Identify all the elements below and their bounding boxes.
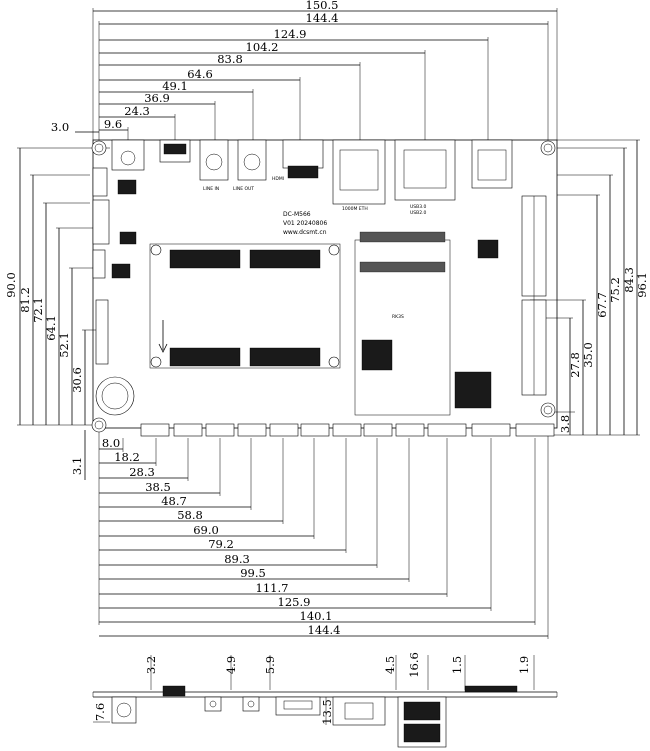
dim-left-52-1: 52.1 [57, 332, 71, 358]
dim-bottom-144-4: 144.4 [308, 623, 341, 637]
dim-bottom-38-5: 38.5 [145, 480, 171, 494]
dim-bottom-18-2: 18.2 [114, 450, 140, 464]
dim-top-83-8: 83.8 [217, 52, 243, 66]
dim-side-1-9: 1.9 [517, 656, 531, 674]
board-website: www.dcsmt.cn [283, 229, 327, 236]
dim-top-49-1: 49.1 [162, 79, 188, 93]
dim-bottom-58-8: 58.8 [177, 508, 203, 522]
dim-bottom-79-2: 79.2 [208, 537, 234, 551]
label-chip: RK3S [392, 314, 404, 320]
top-connectors: LINE IN LINE OUT HDMI 1000M ETH USB3.0 U… [111, 139, 513, 216]
right-headers [521, 195, 547, 396]
dim-top-104-2: 104.2 [246, 40, 279, 54]
core-module-area [149, 243, 341, 369]
dim-left-81-2: 81.2 [18, 287, 32, 313]
dim-side-16-6: 16.6 [407, 652, 421, 678]
dim-top-24-3: 24.3 [124, 104, 150, 118]
dim-left-3-1: 3.1 [70, 457, 84, 475]
label-ethernet: 1000M ETH [342, 206, 368, 212]
dim-top-64-6: 64.6 [187, 67, 213, 81]
dim-side-7-6: 7.6 [93, 703, 107, 721]
dim-side-5-9: 5.9 [263, 656, 277, 674]
dim-side-4-9: 4.9 [224, 656, 238, 674]
dim-top-9-6: 9.6 [104, 117, 122, 131]
board-label: DC-M566 V01 20240806 www.dcsmt.cn [283, 211, 327, 236]
left-side-parts [92, 167, 137, 416]
dim-side-1-5: 1.5 [450, 656, 464, 674]
dim-left-90-0: 90.0 [4, 272, 18, 298]
dim-side-13-5: 13.5 [320, 699, 334, 725]
dim-left-72-1: 72.1 [31, 297, 45, 323]
dim-bottom-140-1: 140.1 [300, 609, 333, 623]
mounting-holes [91, 140, 556, 433]
dim-top-3-0: 3.0 [51, 120, 69, 134]
dim-side-3-2: 3.2 [144, 656, 158, 674]
dim-bottom-69-0: 69.0 [193, 523, 219, 537]
bottom-connectors [140, 423, 555, 437]
dim-right-75-2: 75.2 [608, 277, 622, 303]
dim-top-150-5: 150.5 [306, 0, 339, 12]
dim-side-4-5: 4.5 [383, 656, 397, 674]
label-audio-out: LINE OUT [233, 186, 254, 192]
dim-bottom-8-0: 8.0 [102, 436, 120, 450]
board-top-view: LINE IN LINE OUT HDMI 1000M ETH USB3.0 U… [91, 139, 558, 437]
dim-right-67-7: 67.7 [595, 292, 609, 318]
dim-bottom-99-5: 99.5 [240, 566, 266, 580]
dim-top-36-9: 36.9 [144, 91, 170, 105]
dim-right-84-3: 84.3 [622, 267, 636, 293]
board-model: DC-M566 [283, 211, 311, 218]
dim-top-144-4: 144.4 [306, 11, 339, 25]
dim-top-124-9: 124.9 [274, 27, 307, 41]
dim-bottom-111-7: 111.7 [256, 581, 289, 595]
dim-right-35-0: 35.0 [581, 342, 595, 368]
dim-right-27-8: 27.8 [568, 352, 582, 378]
board-version: V01 20240806 [283, 220, 327, 227]
dim-right-96-1: 96.1 [635, 272, 649, 298]
left-dimensions: 90.0 81.2 72.1 64.1 52.1 30.6 3.1 [4, 147, 110, 480]
board-side-view: 3.2 4.9 5.9 4.5 16.6 1.5 1.9 7.6 13.5 [92, 652, 558, 748]
bottom-dimensions: 8.0 18.2 28.3 38.5 48.7 58.8 69.0 79.2 8… [98, 430, 549, 639]
right-dimensions: 96.1 84.3 75.2 67.7 35.0 27.8 3.8 [530, 139, 649, 436]
label-usb-top: USB3.0 [410, 204, 427, 210]
dim-left-64-1: 64.1 [44, 315, 58, 341]
label-usb-bottom: USB2.0 [410, 210, 427, 216]
dim-bottom-48-7: 48.7 [161, 494, 187, 508]
dim-bottom-125-9: 125.9 [278, 595, 311, 609]
chip-area: RK3S [354, 231, 499, 416]
label-hdmi: HDMI [272, 176, 284, 182]
dim-left-30-6: 30.6 [70, 367, 84, 393]
dim-bottom-89-3: 89.3 [224, 552, 250, 566]
top-dimensions: 150.5 144.4 124.9 104.2 83.8 64.6 49.1 3… [51, 0, 558, 140]
dim-bottom-28-3: 28.3 [129, 465, 155, 479]
label-audio-in: LINE IN [203, 186, 219, 192]
dim-right-3-8: 3.8 [558, 415, 572, 433]
